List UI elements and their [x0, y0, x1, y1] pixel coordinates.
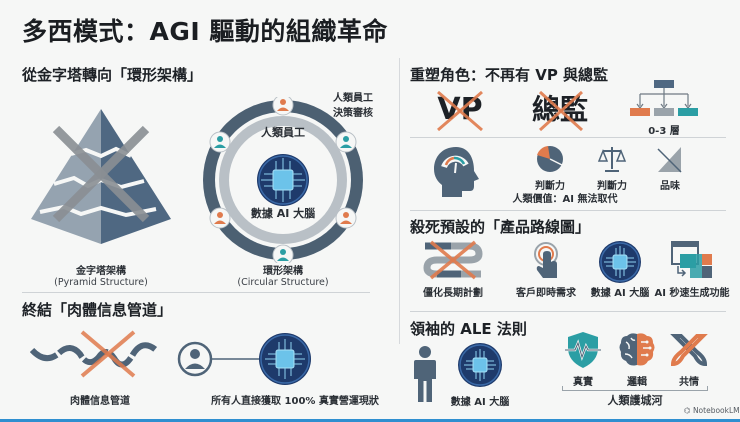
new-pipeline-label: 所有人直接獲取 100% 真實營運現狀: [211, 396, 379, 407]
corner-note-line1: 人類員工: [333, 93, 373, 104]
roadmap-label-ai-brain: 數據 AI 大腦: [590, 288, 650, 299]
moat-bracket: [562, 386, 708, 391]
value-label-taste: 品味: [660, 181, 680, 192]
roadmap-label-ai-features: AI 秒速生成功能: [654, 288, 730, 299]
value-label-judgement-2: 判斷力: [597, 181, 627, 192]
generated-ui-icon: [671, 241, 712, 278]
design-triangle-icon: [657, 147, 682, 173]
structure-section-title: 從金字塔轉向「環形架構」: [22, 66, 203, 84]
shield-pulse-icon: [565, 332, 601, 368]
cross-icon: [437, 90, 483, 132]
crossed-pyramid-icon: [26, 104, 176, 254]
notebooklm-logo-icon: ⌬: [684, 406, 693, 415]
values-caption: 人類價值：AI 無法取代: [512, 194, 618, 205]
watermark-text: NotebookLM: [692, 406, 740, 415]
interlocked-loops-icon: [670, 334, 708, 367]
roadmap-label-rigid-plan: 僵化長期計劃: [423, 288, 483, 299]
page-title: 多西模式：AGI 驅動的組織革命: [22, 17, 388, 46]
bottom-accent-bar: [0, 419, 740, 422]
crossed-vp: VP: [432, 88, 488, 132]
moat-caption: 人類護城河: [607, 394, 663, 407]
person-figure-icon: [413, 345, 437, 403]
circular-sublabel: (Circular Structure): [237, 277, 329, 288]
pyramid-sublabel: (Pyramid Structure): [54, 277, 148, 288]
notebooklm-watermark: ⌬ NotebookLM: [684, 406, 740, 415]
tap-finger-icon: [534, 242, 558, 278]
crossed-director: 總監: [528, 88, 592, 132]
person-node-top: [272, 97, 294, 116]
corner-note-line2: 決策審核: [333, 108, 373, 119]
flat-hierarchy-icon: [628, 78, 700, 118]
pie-chart-icon: [537, 146, 563, 172]
ale-ai-label: 數據 AI 大腦: [450, 397, 510, 408]
crossed-roadmap-icon: [423, 240, 483, 280]
circular-structure-diagram: [200, 97, 366, 263]
pipeline-section-title: 終結「肉體信息管道」: [22, 301, 173, 319]
ring-label: 人類員工: [261, 126, 305, 139]
head-gauge-icon: [432, 145, 484, 199]
ai-chip-icon: [458, 343, 502, 387]
ai-chip-icon: [599, 241, 641, 283]
roles-section-title: 重塑角色：不再有 VP 與總監: [410, 66, 609, 84]
person-linked-to-ai-icon: [175, 332, 315, 388]
moat-label-empathy: 共情: [679, 377, 699, 388]
balance-scale-icon: [597, 147, 627, 172]
value-label-judgement-1: 判斷力: [535, 181, 565, 192]
roadmap-section-title: 殺死預設的「產品路線圖」: [410, 218, 591, 236]
column-divider: [399, 58, 400, 344]
roles-divider: [410, 137, 726, 138]
roadmap-label-customer-demand: 客戶即時需求: [516, 288, 576, 299]
left-section-divider: [22, 292, 370, 293]
ale-section-title: 領袖的 ALE 法則: [410, 320, 527, 338]
cross-icon: [538, 90, 584, 132]
brain-icon: [619, 333, 655, 366]
old-pipeline-label: 肉體信息管道: [70, 396, 130, 407]
hierarchy-label: 0-3 層: [648, 126, 680, 137]
ale-divider: [410, 311, 726, 312]
moat-label-truth: 真實: [573, 377, 593, 388]
circular-label: 環形架構: [263, 266, 303, 277]
roadmap-divider: [410, 210, 726, 211]
pyramid-label: 金字塔架構: [76, 266, 126, 277]
core-label: 數據 AI 大腦: [250, 207, 316, 220]
moat-label-logic: 邏輯: [627, 377, 647, 388]
crossed-wave-pipe-icon: [30, 328, 160, 380]
